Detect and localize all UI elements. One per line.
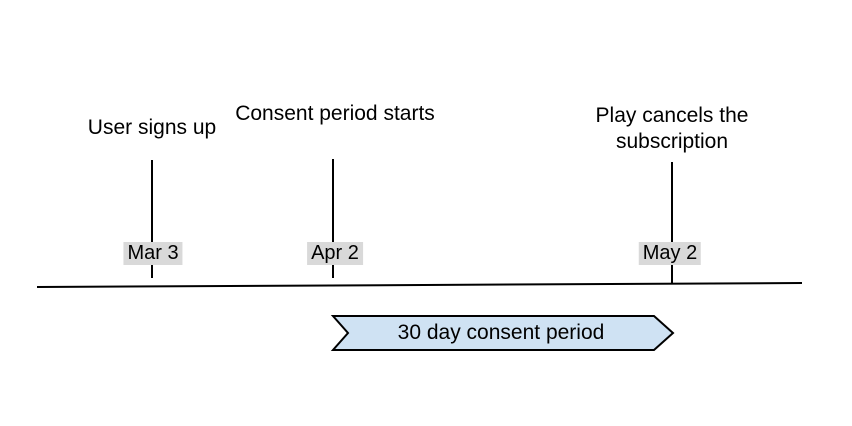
event-title-user-signs-up: User signs up <box>87 116 217 139</box>
consent-period-banner-label: 30 day consent period <box>397 321 605 344</box>
date-badge-apr2: Apr 2 <box>307 242 363 265</box>
date-badge-mar3: Mar 3 <box>123 242 183 265</box>
event-title-consent-period-starts: Consent period starts <box>235 102 435 125</box>
consent-period-banner <box>330 315 675 351</box>
event-title-play-cancels-subscription: Play cancels the subscription <box>595 104 749 153</box>
timeline-line <box>36 282 803 288</box>
date-badge-may2: May 2 <box>638 242 702 265</box>
